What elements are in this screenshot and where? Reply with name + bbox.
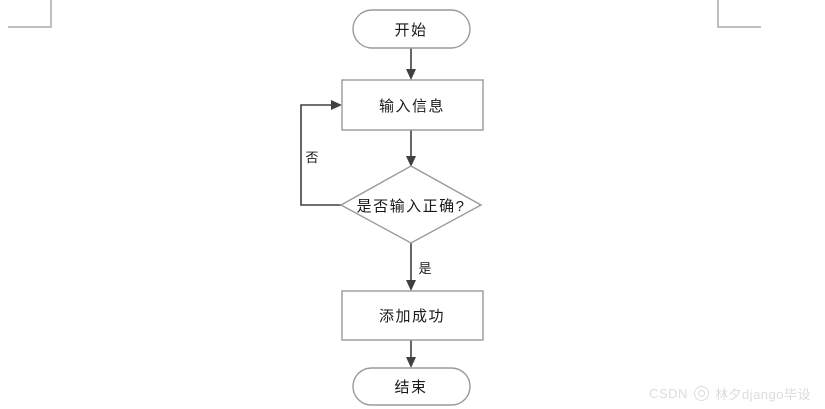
node-start[interactable]: 开始 bbox=[352, 9, 471, 49]
node-start-label: 开始 bbox=[394, 22, 427, 39]
edge-label-yes: 是 bbox=[418, 261, 431, 276]
node-add-success[interactable]: 添加成功 bbox=[341, 290, 484, 341]
connector-start-to-input bbox=[406, 48, 416, 80]
watermark-author-label: 林夕django毕设 bbox=[714, 387, 811, 402]
node-input-label: 输入信息 bbox=[379, 98, 445, 115]
node-end-label: 结束 bbox=[394, 379, 427, 396]
node-decision-input-correct[interactable]: 是否输入正确? bbox=[339, 165, 483, 244]
connector-input-to-decision bbox=[406, 130, 416, 167]
node-decision-label: 是否输入正确? bbox=[357, 198, 466, 215]
page-margin-mark-top-left bbox=[8, 0, 52, 28]
connector-success-to-end bbox=[406, 340, 416, 368]
edge-label-no: 否 bbox=[305, 150, 318, 165]
connector-decision-to-input-loop bbox=[300, 100, 342, 206]
csdn-watermark: CSDN 林夕django毕设 bbox=[649, 384, 811, 403]
watermark-brand-label: CSDN bbox=[649, 386, 688, 401]
node-success-label: 添加成功 bbox=[379, 308, 445, 325]
connector-decision-to-success bbox=[406, 243, 416, 291]
node-input-information[interactable]: 输入信息 bbox=[341, 79, 484, 131]
node-end[interactable]: 结束 bbox=[352, 367, 471, 406]
csdn-logo-icon bbox=[693, 386, 709, 401]
page-margin-mark-top-right bbox=[717, 0, 761, 28]
